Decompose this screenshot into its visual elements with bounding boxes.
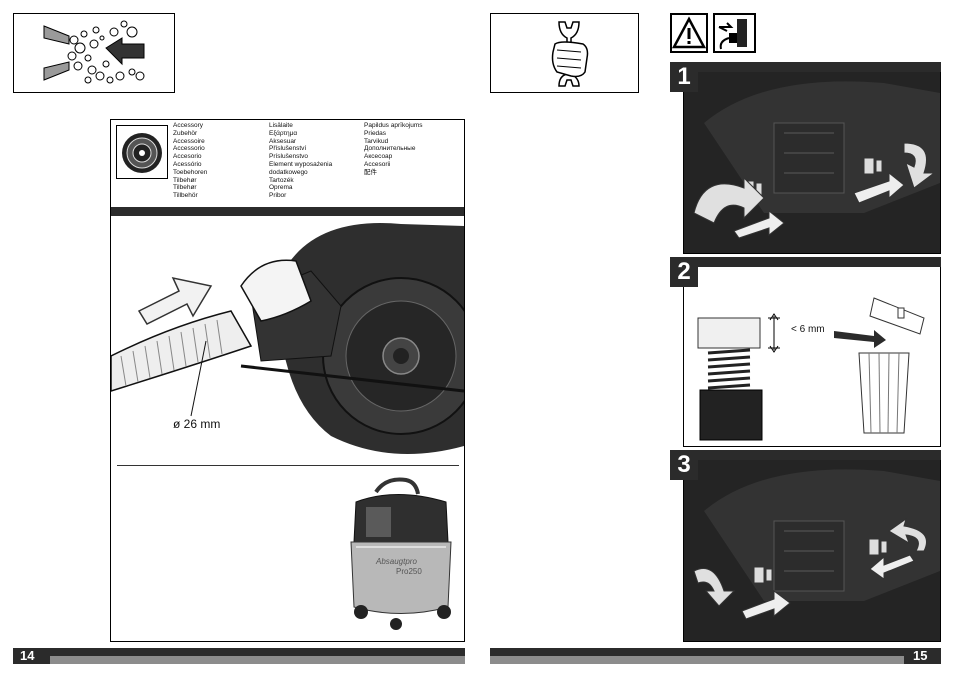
- accessory-list-col2: Lisälaite Εξάρτημα Aksesuar Příslušenstv…: [269, 122, 361, 200]
- accessory-label: Papildus aprīkojums: [364, 122, 423, 129]
- accessory-label: Priedas: [364, 129, 387, 137]
- accessory-label: Příslušenství: [269, 145, 307, 153]
- vacuum-brand-text: Absaugtpro: [375, 557, 417, 566]
- accessory-label: Accessoire: [173, 137, 205, 145]
- step-1-number: 1: [670, 62, 698, 92]
- page-number: 14: [20, 648, 35, 663]
- accessory-label: Tilbehør: [173, 176, 197, 184]
- accessory-label: Oprema: [269, 184, 293, 192]
- footer-band-left: [50, 656, 465, 664]
- step-2-number: 2: [670, 257, 698, 287]
- dust-extraction-symbol-box: [13, 13, 175, 93]
- footer-bar-left: [13, 648, 465, 656]
- step-2-panel: [683, 257, 941, 447]
- step-3-number: 3: [670, 450, 698, 480]
- accessory-label: Príslušenstvo: [269, 153, 309, 161]
- dust-extraction-icon: [43, 20, 145, 84]
- accessory-label: Tillbehör: [173, 192, 198, 200]
- accessories-panel: Accessory Zubehör Accessoire Accessorio …: [110, 119, 465, 642]
- saw-hose-illustration: [111, 223, 464, 454]
- accessory-label: Tarvikud: [364, 137, 389, 145]
- accessory-label: Tilbehør: [173, 184, 197, 192]
- accessory-label: Toebehoren: [173, 168, 208, 176]
- accessory-label: Zubehör: [173, 129, 198, 137]
- accessory-label: Accessorio: [173, 145, 205, 153]
- step-3-bar: [672, 450, 941, 460]
- accessory-label: Accesorio: [173, 153, 202, 161]
- brush-length-limit: < 6 mm: [791, 324, 825, 335]
- accessory-list-col3: Papildus aprīkojums Priedas Tarvikud Доп…: [364, 122, 462, 177]
- accessory-label: Accessory: [173, 122, 203, 129]
- section-divider: [117, 465, 459, 466]
- vacuum-model-text: Pro250: [396, 567, 422, 576]
- accessory-label: Аксесоар: [364, 153, 393, 161]
- footer-bar-right: [490, 648, 941, 656]
- page-number: 15: [913, 648, 928, 663]
- maintenance-symbol-box: [490, 13, 639, 93]
- accessory-label: 配件: [364, 168, 377, 176]
- vacuum-cleaner-illustration: Absaugtpro Pro250: [350, 477, 452, 630]
- hose-diameter-label: ø 26 mm: [173, 417, 221, 431]
- accessory-label: Дополнительные: [364, 145, 416, 153]
- step-3-panel: [683, 450, 941, 642]
- header-divider: [111, 207, 464, 216]
- accessory-label: Acessório: [173, 160, 202, 168]
- step-1-bar: [672, 62, 941, 72]
- accessory-label: Accesorii: [364, 160, 391, 168]
- warning-icon: [670, 13, 708, 53]
- accessory-list-col1: Accessory Zubehör Accessoire Accessorio …: [173, 122, 258, 200]
- accessory-label: Pribor: [269, 192, 287, 200]
- page-number-tab-left: [13, 648, 50, 664]
- wrench-hand-icon: [551, 21, 589, 87]
- accessory-label: Element wyposażenia dodatkowego: [269, 160, 333, 176]
- step-2-bar: [672, 257, 941, 267]
- step-1-panel: [683, 62, 941, 254]
- page-number-tab-right: [904, 648, 941, 664]
- accessory-label: Aksesuar: [269, 137, 297, 145]
- accessory-icon: [116, 125, 168, 179]
- unplug-icon: [713, 13, 756, 53]
- accessory-label: Εξάρτημα: [269, 129, 298, 137]
- footer-band-right: [490, 656, 904, 664]
- accessory-label: Lisälaite: [269, 122, 293, 129]
- accessory-label: Tartozék: [269, 176, 294, 184]
